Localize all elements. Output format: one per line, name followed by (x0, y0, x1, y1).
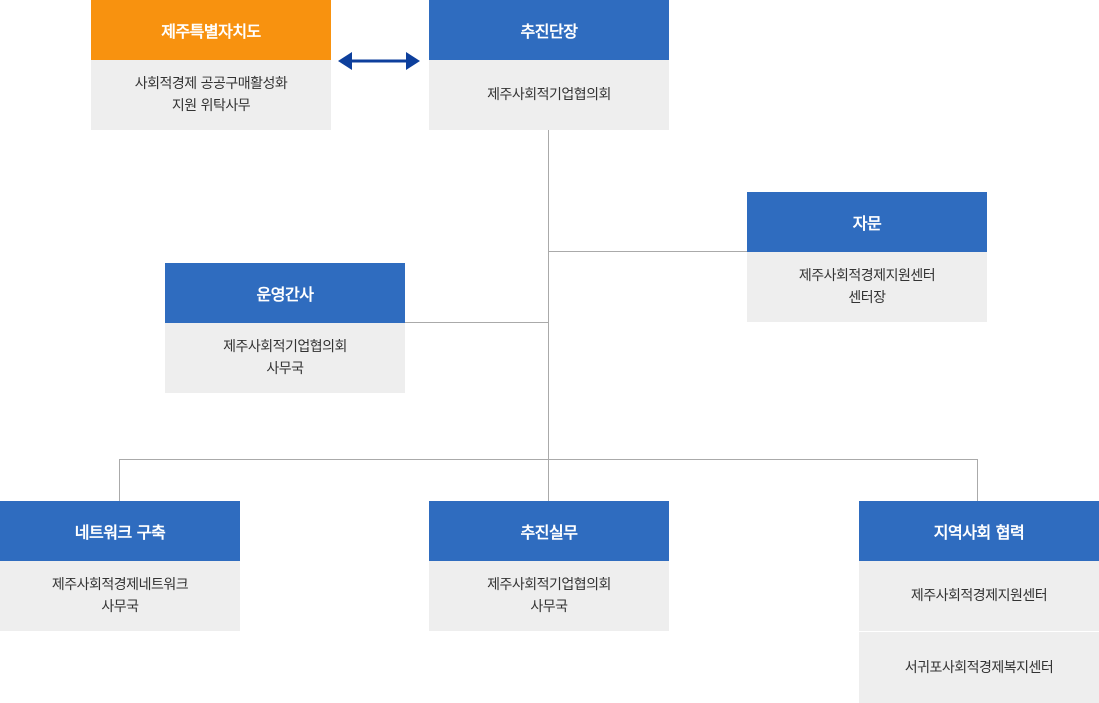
network-line2: 사무국 (101, 599, 139, 615)
advisory-box: 자문 제주사회적경제지원센터 센터장 (747, 192, 987, 322)
practice-body: 제주사회적기업협의회 사무국 (429, 561, 669, 631)
regional-item2-text: 서귀포사회적경제복지센터 (904, 659, 1054, 676)
secretary-box: 운영간사 제주사회적기업협의회 사무국 (165, 263, 405, 393)
network-body: 제주사회적경제네트워크 사무국 (0, 561, 240, 631)
secretary-body: 제주사회적기업협의회 사무국 (165, 323, 405, 393)
jeju-line1: 사회적경제 공공구매활성화 (134, 76, 288, 92)
double-arrow-icon (338, 52, 420, 70)
network-title: 네트워크 구축 (0, 501, 240, 561)
connector-network (119, 459, 120, 501)
network-box: 네트워크 구축 제주사회적경제네트워크 사무국 (0, 501, 240, 631)
secretary-title: 운영간사 (165, 263, 405, 323)
promo-box: 추진단장 제주사회적기업협의회 (429, 0, 669, 130)
jeju-line2: 지원 위탁사무 (171, 98, 251, 114)
secretary-line2: 사무국 (266, 361, 304, 377)
practice-box: 추진실무 제주사회적기업협의회 사무국 (429, 501, 669, 631)
regional-box: 지역사회 협력 제주사회적경제지원센터 서귀포사회적경제복지센터 (859, 501, 1099, 703)
jeju-box: 제주특별자치도 사회적경제 공공구매활성화 지원 위탁사무 (91, 0, 331, 130)
regional-item2: 서귀포사회적경제복지센터 (859, 631, 1099, 703)
advisory-body: 제주사회적경제지원센터 센터장 (747, 252, 987, 322)
regional-item1: 제주사회적경제지원센터 (859, 561, 1099, 631)
network-line1: 제주사회적경제네트워크 (51, 577, 189, 593)
secretary-line1: 제주사회적기업협의회 (223, 339, 347, 355)
advisory-line1: 제주사회적경제지원센터 (798, 268, 936, 284)
connector-secretary (405, 322, 549, 323)
promo-body: 제주사회적기업협의회 (429, 60, 669, 130)
advisory-title: 자문 (747, 192, 987, 252)
promo-line1: 제주사회적기업협의회 (487, 87, 611, 103)
practice-line1: 제주사회적기업협의회 (487, 577, 611, 593)
connector-advisory (548, 251, 747, 252)
connector-regional (977, 459, 978, 501)
regional-title: 지역사회 협력 (859, 501, 1099, 561)
advisory-line2: 센터장 (848, 290, 886, 306)
promo-title: 추진단장 (429, 0, 669, 60)
jeju-body: 사회적경제 공공구매활성화 지원 위탁사무 (91, 60, 331, 130)
practice-line2: 사무국 (530, 599, 568, 615)
practice-title: 추진실무 (429, 501, 669, 561)
regional-item1-text: 제주사회적경제지원센터 (910, 588, 1048, 604)
connector-bottom-horizontal (119, 459, 978, 460)
connector-trunk (548, 130, 549, 501)
jeju-title: 제주특별자치도 (91, 0, 331, 60)
